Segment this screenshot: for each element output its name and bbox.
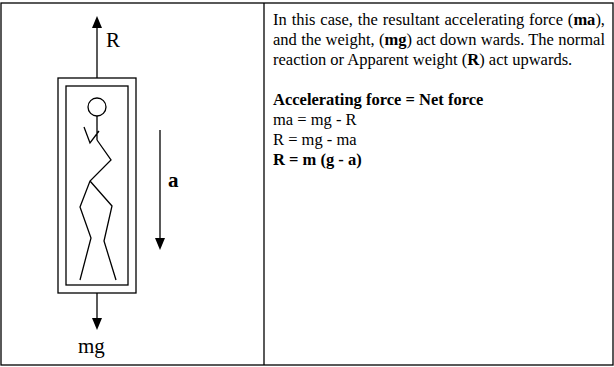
acceleration-label: a [168,170,179,191]
equation-line: ma = mg - R [273,110,605,130]
weight-label: mg [78,336,105,357]
table-frame [1,3,613,365]
reaction-arrow [96,26,97,78]
person-body [80,116,116,280]
person-head [88,98,106,116]
equation-line: R = mg - ma [273,130,605,150]
table-divider [263,3,264,365]
lift-inner [66,86,128,285]
arrowhead [155,238,165,250]
acceleration-arrow [159,130,160,240]
weight-arrow [96,293,97,320]
arrowhead [92,318,102,330]
equation-line: Accelerating force = Net force [273,90,605,110]
equation-line: R = m (g - a) [273,150,605,170]
explanation-text: In this case, the resultant accelerating… [273,10,605,70]
lift-outer [58,78,136,293]
text-cell: In this case, the resultant accelerating… [265,4,612,364]
arrowhead [92,16,102,28]
force-label: R [106,30,120,51]
